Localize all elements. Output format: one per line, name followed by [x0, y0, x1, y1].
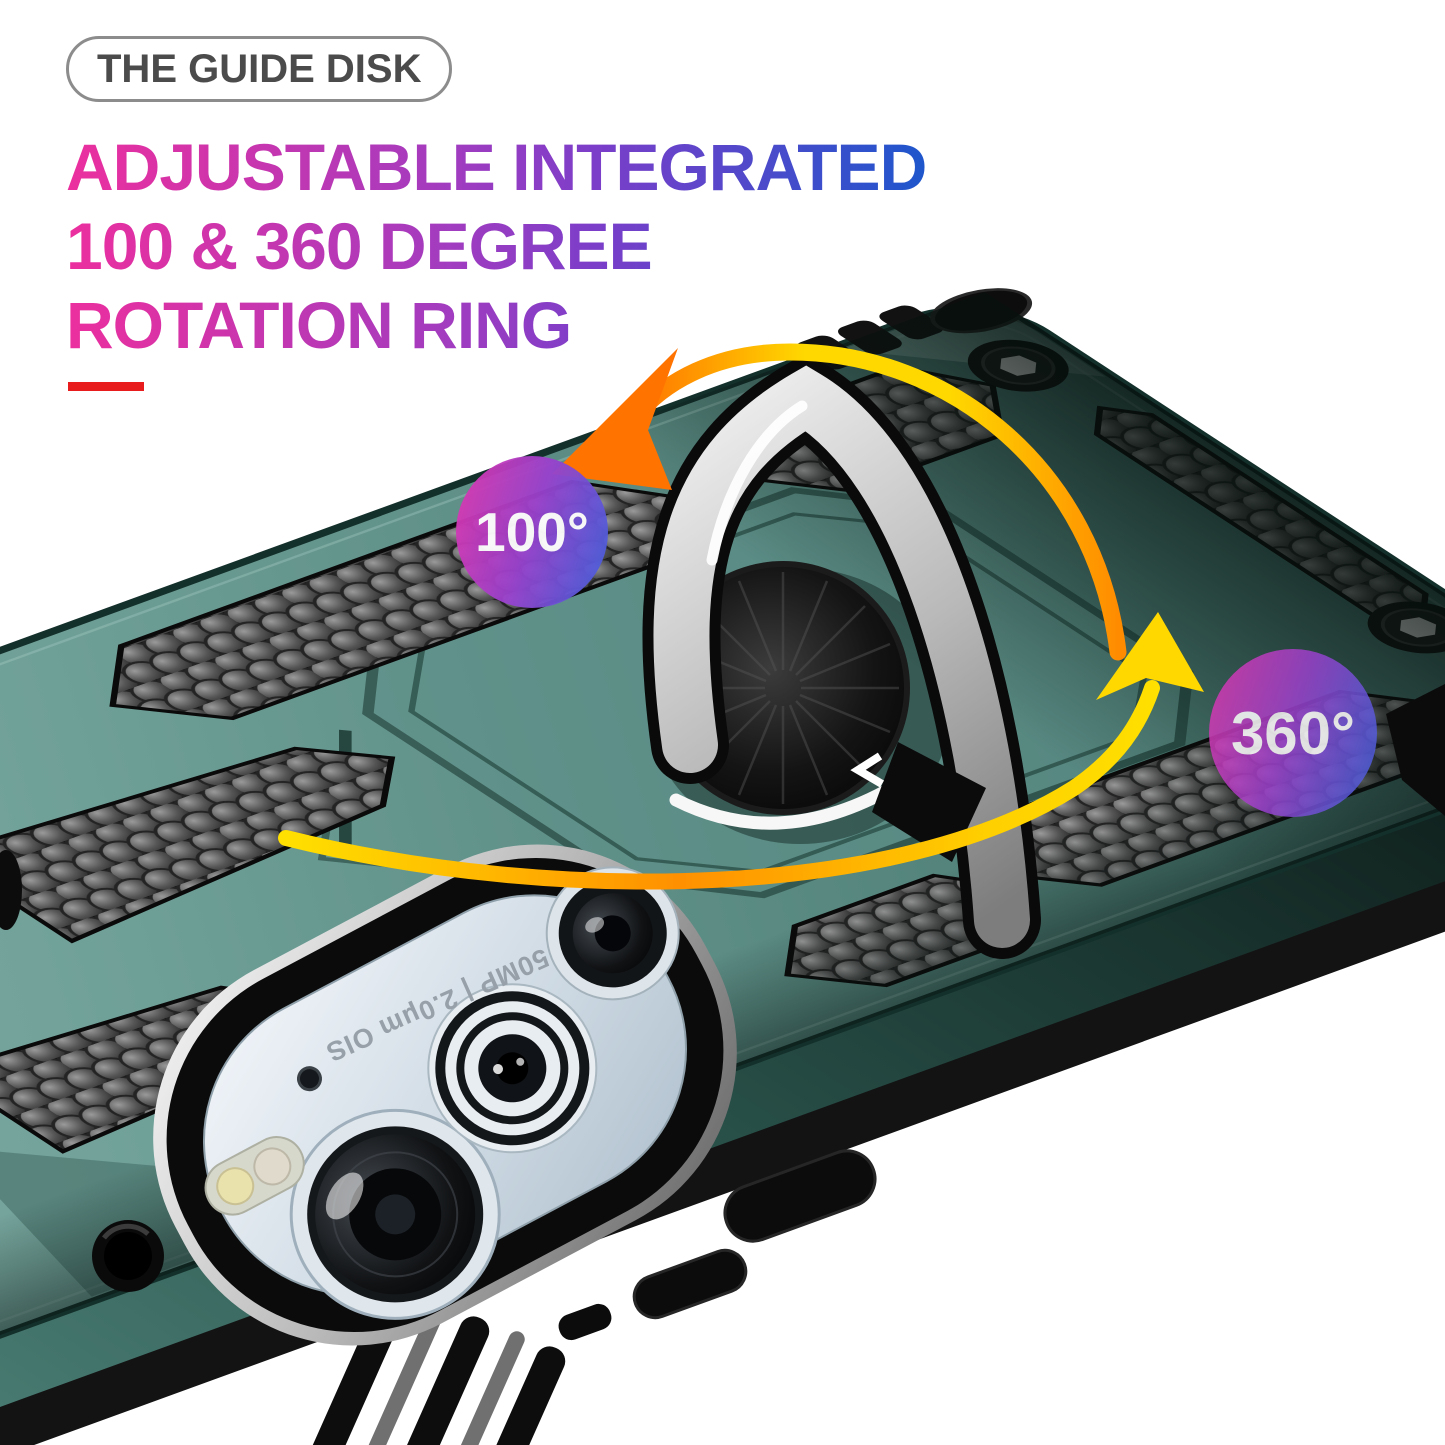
port-cutouts	[558, 1149, 877, 1341]
rotation-arrow-100-icon	[552, 343, 1127, 661]
stamp-label: THE GUIDE DISK	[97, 46, 422, 91]
edge-notch-right	[1386, 684, 1445, 816]
badge-360-degree: 360°	[1209, 649, 1377, 817]
rotation-arrow-360-icon	[278, 612, 1204, 890]
badge-360-label: 360°	[1230, 699, 1356, 767]
badge-100-label: 100°	[475, 501, 589, 563]
badge-100-degree: 100°	[456, 456, 608, 608]
stamp-pill: THE GUIDE DISK	[66, 36, 453, 102]
side-hole	[92, 1220, 164, 1292]
side-button-left	[0, 850, 22, 930]
headline-line-2: 100 & 360 DEGREE	[66, 209, 652, 283]
camera-mic-dot	[296, 1066, 322, 1092]
camera-flash	[204, 1136, 305, 1216]
honeycomb-panel-left-upper	[0, 746, 396, 944]
camera-lens-large	[289, 1108, 501, 1320]
headline: ADJUSTABLE INTEGRATED 100 & 360 DEGREE R…	[66, 128, 926, 365]
camera-lens-middle	[427, 983, 598, 1154]
camera-module: 50MP | 2.0μm OIS	[153, 844, 737, 1346]
headline-line-3: ROTATION RING	[66, 288, 572, 362]
ring-arch	[642, 352, 1041, 959]
divider-bar	[68, 382, 144, 391]
headline-line-1: ADJUSTABLE INTEGRATED	[66, 130, 927, 204]
